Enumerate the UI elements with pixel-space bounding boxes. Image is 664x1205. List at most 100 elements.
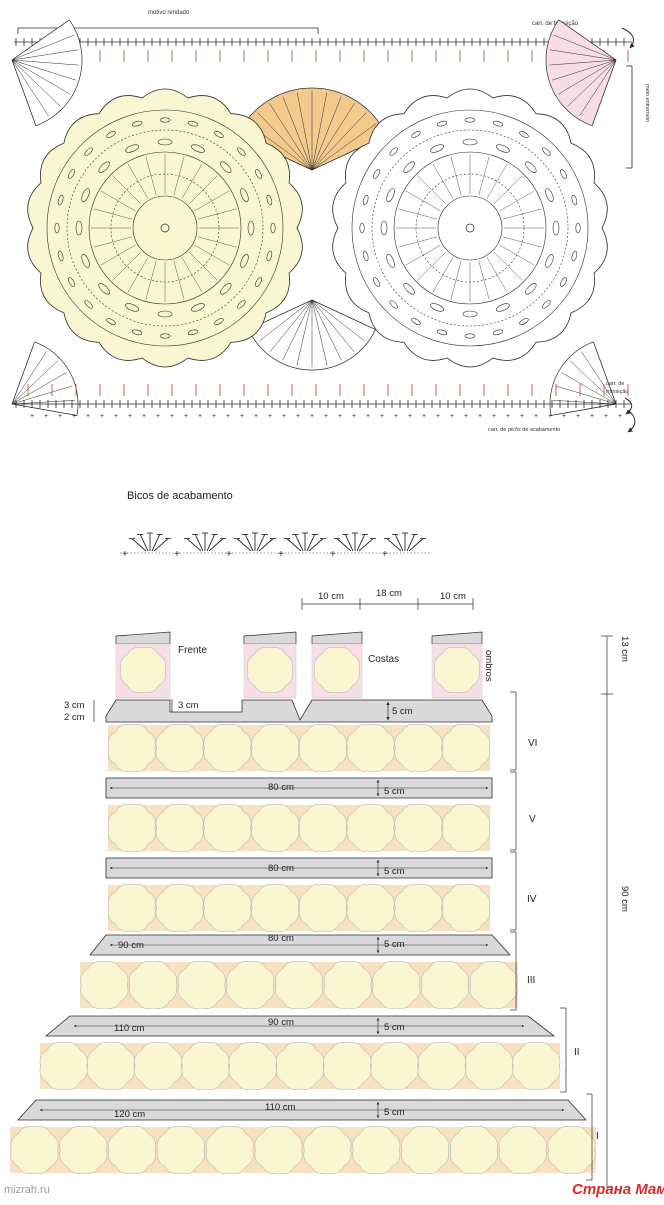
lace-flower — [298, 884, 347, 932]
fan-wedge — [11, 341, 79, 416]
motif-spoke — [145, 156, 157, 196]
fan-spoke — [11, 59, 70, 95]
picot-stitch — [386, 538, 402, 552]
motif-spoke — [181, 257, 203, 293]
motif-ring — [371, 129, 569, 327]
motif-spoke — [194, 190, 230, 212]
motif-spoke — [502, 208, 542, 220]
plus-stitch: + — [562, 413, 566, 420]
crochet-chart: motivo rendado carr. de transição meio e… — [11, 10, 650, 433]
motif-ring — [88, 151, 242, 305]
motif-petal-inner — [525, 161, 537, 173]
lace-flower — [155, 884, 204, 932]
plus-stitch: + — [464, 413, 468, 420]
motif-petal — [560, 277, 567, 287]
motif-spoke — [493, 175, 523, 205]
fan-spoke — [561, 372, 617, 405]
plus-stitch: + — [128, 413, 132, 420]
dim-yoke-3cm: 3 cm — [64, 700, 85, 711]
lace-flower — [434, 647, 480, 693]
skirt-tiers — [10, 724, 596, 1174]
motif-spoke — [127, 257, 149, 293]
band-width-80-a: 80 cm — [268, 782, 294, 793]
motif-spoke — [188, 175, 218, 205]
motif-petal — [519, 318, 529, 325]
motif-petal-inner — [220, 161, 232, 173]
motif-spoke — [417, 175, 447, 205]
lace-flower — [181, 1042, 230, 1090]
plus-stitch: + — [338, 413, 342, 420]
lace-flower — [401, 1126, 450, 1174]
fan-spoke — [553, 400, 617, 405]
fan-spoke — [11, 403, 75, 416]
motif-petal — [68, 169, 75, 179]
fan-spoke — [311, 92, 328, 171]
lace-flower — [254, 1126, 303, 1174]
motif-petal — [519, 131, 529, 138]
motif-spoke — [112, 175, 142, 205]
plus-stitch: + — [184, 413, 188, 420]
motif-petal-inner — [247, 220, 255, 236]
fan-spoke — [11, 21, 68, 61]
motif-petal-inner — [157, 310, 173, 318]
label-transition-bottom-2: transição — [606, 389, 628, 395]
dim-yoke-2cm: 2 cm — [64, 712, 85, 723]
motif-spoke — [405, 244, 441, 266]
plus-stitch: + — [604, 413, 608, 420]
motif-petal — [436, 329, 448, 336]
lace-flower — [251, 804, 300, 852]
picot-stitch — [139, 534, 149, 552]
motif-petal — [362, 250, 369, 262]
edging-title: Bicos de acabamento — [127, 490, 233, 502]
plus-stitch: + — [296, 413, 300, 420]
plus-stitch: + — [86, 413, 90, 420]
picot-stitch — [244, 534, 254, 552]
motif-petal — [359, 222, 365, 234]
label-shoulders: ombros — [483, 650, 494, 682]
motif-center — [160, 223, 170, 233]
motif-petal — [57, 250, 64, 262]
fan-spoke — [549, 49, 617, 61]
picot-stitch — [131, 538, 147, 552]
fan-spoke — [581, 351, 617, 405]
motif-petal-inner — [98, 283, 110, 295]
motif-spoke — [432, 257, 454, 293]
lace-flower — [86, 1042, 135, 1090]
motif-spoke — [478, 156, 490, 196]
panel-top-band — [115, 631, 171, 645]
motif-outline — [332, 88, 608, 368]
motif-spoke — [197, 236, 237, 248]
motif-petal — [106, 318, 116, 325]
motif-spoke — [478, 260, 490, 300]
motif-petal-inner — [125, 144, 139, 153]
motif-petal — [84, 147, 93, 156]
plus-stitch: + — [58, 413, 62, 420]
tier-base — [10, 1127, 596, 1173]
lace-flower — [156, 1126, 205, 1174]
picot-stitch — [236, 538, 252, 552]
lace-flower — [155, 804, 204, 852]
motif-petal-inner — [81, 188, 90, 202]
motif-petal-inner — [125, 303, 139, 312]
panel-top-band — [431, 631, 483, 645]
motif-petal-inner — [403, 283, 415, 295]
plus-stitch: + — [330, 549, 336, 560]
fan-spoke — [555, 385, 617, 405]
lace-flower — [346, 804, 395, 852]
tier-label-i: I — [596, 1131, 599, 1142]
fan-spoke — [11, 400, 75, 405]
fan-spoke — [560, 21, 617, 61]
transition-curve-top — [621, 27, 635, 49]
lace-flower — [314, 647, 360, 693]
plus-stitch: + — [492, 413, 496, 420]
plus-stitch: + — [212, 413, 216, 420]
plus-stitch: + — [520, 413, 524, 420]
fan-spoke — [11, 59, 49, 117]
fan-spoke — [11, 59, 79, 66]
finish-row-curve — [627, 409, 636, 433]
motif-spoke — [93, 236, 133, 248]
lace-flower — [352, 1126, 401, 1174]
lace-flower — [298, 804, 347, 852]
band-width-120: 120 cm — [114, 1109, 145, 1120]
label-transition-top: carr. de transição — [532, 21, 579, 27]
